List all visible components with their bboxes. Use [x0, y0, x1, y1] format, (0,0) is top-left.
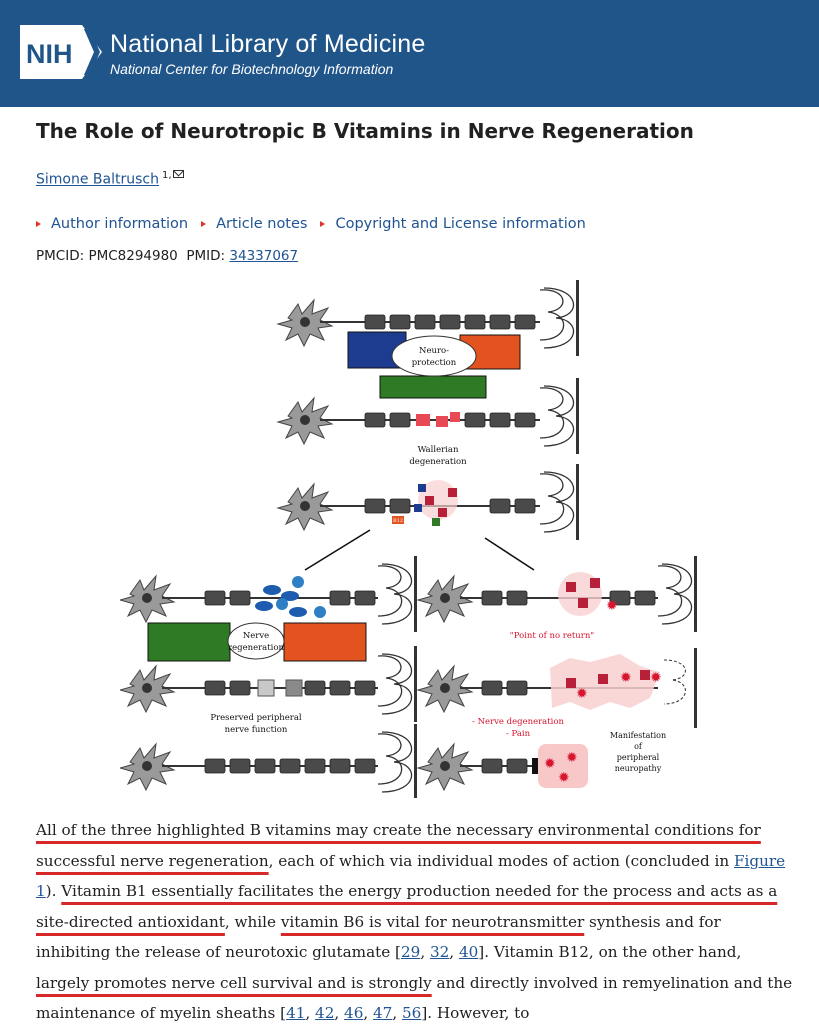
svg-text:✹: ✹: [650, 670, 662, 686]
ref-46-link[interactable]: 46: [344, 1004, 364, 1022]
triangle-right-icon: [201, 221, 207, 227]
copyright-label: Copyright and License information: [335, 216, 586, 232]
highlight-2: Vitamin B1 essentially facilitates the e…: [36, 882, 778, 931]
ref-40-link[interactable]: 40: [458, 943, 479, 961]
text-segment: and directly involved in remyelination a…: [36, 973, 793, 1023]
svg-text:✹: ✹: [544, 756, 556, 772]
neuron-neuropathy: ✹ ✹ ✹: [417, 743, 588, 791]
nerve-degeneration-label: - Nerve degeneration: [472, 717, 564, 727]
text-segment: ).: [45, 882, 62, 900]
svg-text:nerve function: nerve function: [225, 725, 288, 735]
ref-56-link[interactable]: 56: [402, 1004, 422, 1022]
text-segment: , while: [224, 912, 281, 931]
svg-text:peripheral: peripheral: [617, 753, 660, 762]
svg-text:✹: ✹: [558, 770, 570, 786]
pmid-label: PMID:: [186, 248, 226, 264]
pmid-link[interactable]: 34337067: [229, 248, 299, 264]
ref-42-link[interactable]: 42: [315, 1004, 335, 1022]
article-ids: PMCID: PMC8294980 PMID: 34337067: [36, 248, 298, 264]
text-segment: , each of which via individual modes of …: [268, 851, 734, 870]
nerve-regeneration-group: Nerve regeneration: [147, 622, 367, 662]
article-info-links: Author information Article notes Copyrig…: [36, 216, 586, 232]
svg-text:protection: protection: [412, 358, 457, 368]
figure-1[interactable]: Neuro- protection Wallerian degeneration: [119, 278, 710, 801]
svg-text:✹: ✹: [606, 598, 618, 614]
site-header: NIH National Library of Medicine Nationa…: [0, 0, 819, 107]
ref-32-link[interactable]: 32: [429, 943, 450, 961]
wallerian-label: Wallerian: [418, 445, 459, 455]
neuroprotection-label: Neuro-: [419, 346, 449, 356]
ref-47-link[interactable]: 47: [373, 1004, 393, 1022]
svg-text:of: of: [634, 742, 643, 751]
pmcid-label: PMCID:: [36, 248, 85, 264]
figure-1-link[interactable]: Figure 1: [36, 851, 786, 901]
text-segment: synthesis and for inhibiting the release…: [36, 912, 721, 962]
manifestation-label: Manifestation: [610, 731, 666, 740]
svg-text:- Pain: - Pain: [506, 729, 531, 739]
nih-logo[interactable]: NIH: [20, 25, 102, 79]
text-segment: ]. However, to: [421, 1004, 530, 1022]
neuron-remyelinating: [119, 645, 418, 723]
svg-text:degeneration: degeneration: [409, 457, 467, 467]
pmcid-value: PMC8294980: [88, 248, 178, 264]
point-of-no-return-label: "Point of no return": [510, 631, 594, 641]
body-paragraph: All of the three highlighted B vitamins …: [36, 821, 793, 1023]
text-segment: ]. Vitamin B12, on the other hand,: [478, 943, 742, 961]
author-affiliation: 1,: [161, 170, 172, 181]
triangle-right-icon: [36, 221, 41, 227]
neuron-healthy-1: [277, 279, 580, 357]
ref-29-link[interactable]: 29: [400, 943, 421, 961]
nerve-regeneration-label: Nerve: [243, 631, 269, 641]
svg-text:neuropathy: neuropathy: [615, 764, 662, 773]
neuroprotection-group: Neuro- protection: [347, 331, 521, 399]
article-title: The Role of Neurotropic B Vitamins in Ne…: [36, 119, 694, 143]
highlight-1: All of the three highlighted B vitamins …: [36, 821, 761, 870]
header-subtitle: National Center for Biotechnology Inform…: [110, 61, 394, 77]
neuron-degenerating: B12: [277, 463, 580, 541]
author-link[interactable]: Simone Baltrusch: [36, 171, 159, 188]
article-notes-toggle[interactable]: Article notes: [201, 216, 307, 232]
figure-1-diagram: Neuro- protection Wallerian degeneration: [119, 279, 698, 801]
b12-tag: B12: [393, 518, 403, 524]
svg-text:regeneration: regeneration: [228, 643, 284, 653]
highlight-4: largely promotes nerve cell survival and…: [36, 973, 432, 992]
neuron-injured: [277, 377, 580, 455]
copyright-toggle[interactable]: Copyright and License information: [320, 216, 586, 232]
mail-icon[interactable]: [172, 170, 184, 178]
neuron-no-return: ✹: [417, 555, 698, 633]
triangle-right-icon: [320, 221, 326, 227]
svg-text:NIH: NIH: [26, 39, 73, 69]
neuron-degenerated: ✹ ✹ ✹: [417, 648, 697, 728]
neuron-restored: [119, 723, 418, 801]
neuron-regenerating: [119, 555, 418, 633]
svg-text:✹: ✹: [620, 670, 632, 686]
preserved-label: Preserved peripheral: [210, 713, 302, 723]
svg-text:✹: ✹: [576, 686, 588, 702]
author-information-label: Author information: [51, 216, 189, 232]
author-information-toggle[interactable]: Author information: [36, 216, 188, 232]
highlight-3: vitamin B6 is vital for neurotransmitter: [280, 912, 585, 931]
ref-41-link[interactable]: 41: [286, 1004, 306, 1022]
article-notes-label: Article notes: [216, 216, 308, 232]
header-title[interactable]: National Library of Medicine: [110, 30, 426, 58]
svg-text:✹: ✹: [566, 750, 578, 766]
